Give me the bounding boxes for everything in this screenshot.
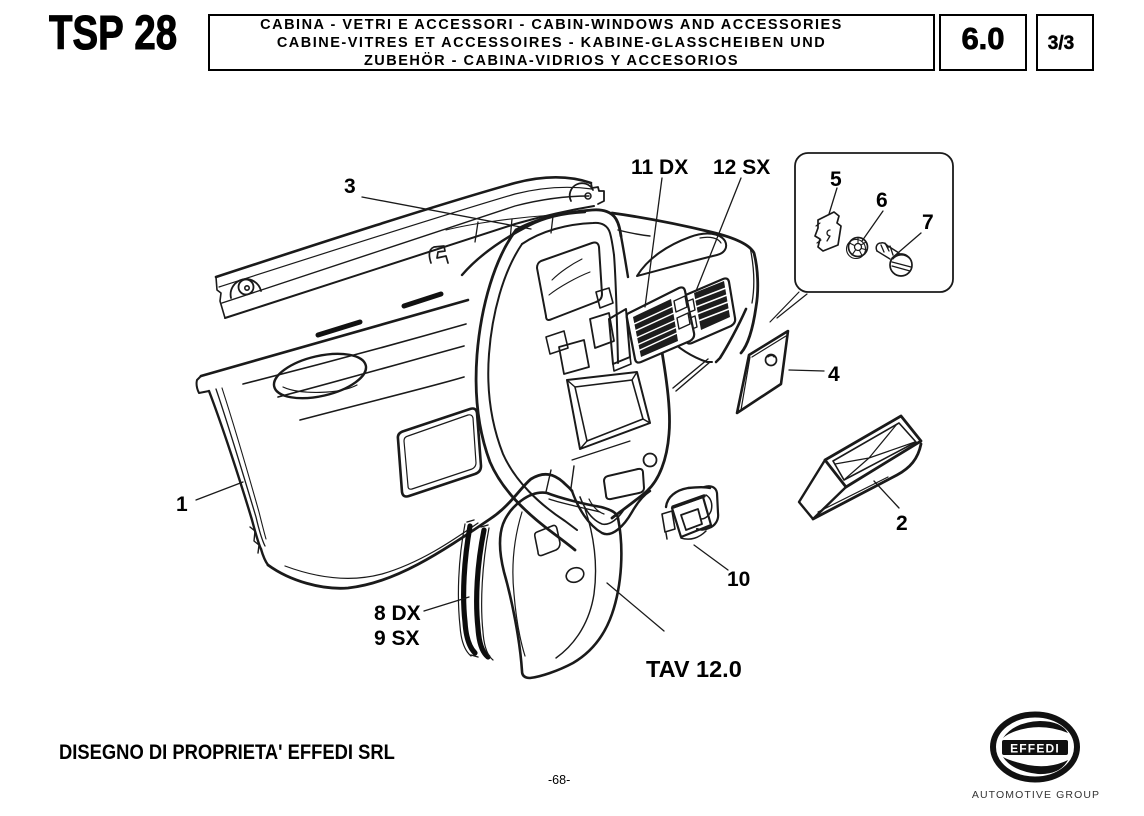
svg-text:8 DX: 8 DX [374,602,421,625]
svg-text:7: 7 [922,211,934,234]
svg-text:11 DX: 11 DX [631,156,688,179]
svg-text:6: 6 [876,189,888,212]
svg-text:4: 4 [828,363,840,386]
svg-text:TAV 12.0: TAV 12.0 [646,656,742,682]
svg-text:2: 2 [896,512,908,535]
svg-text:3: 3 [344,175,356,198]
svg-text:12 SX: 12 SX [713,156,770,179]
svg-text:5: 5 [830,168,842,191]
svg-text:10: 10 [727,568,750,591]
svg-text:EFFEDI: EFFEDI [1010,742,1060,756]
svg-text:9 SX: 9 SX [374,627,420,650]
svg-text:1: 1 [176,493,188,516]
